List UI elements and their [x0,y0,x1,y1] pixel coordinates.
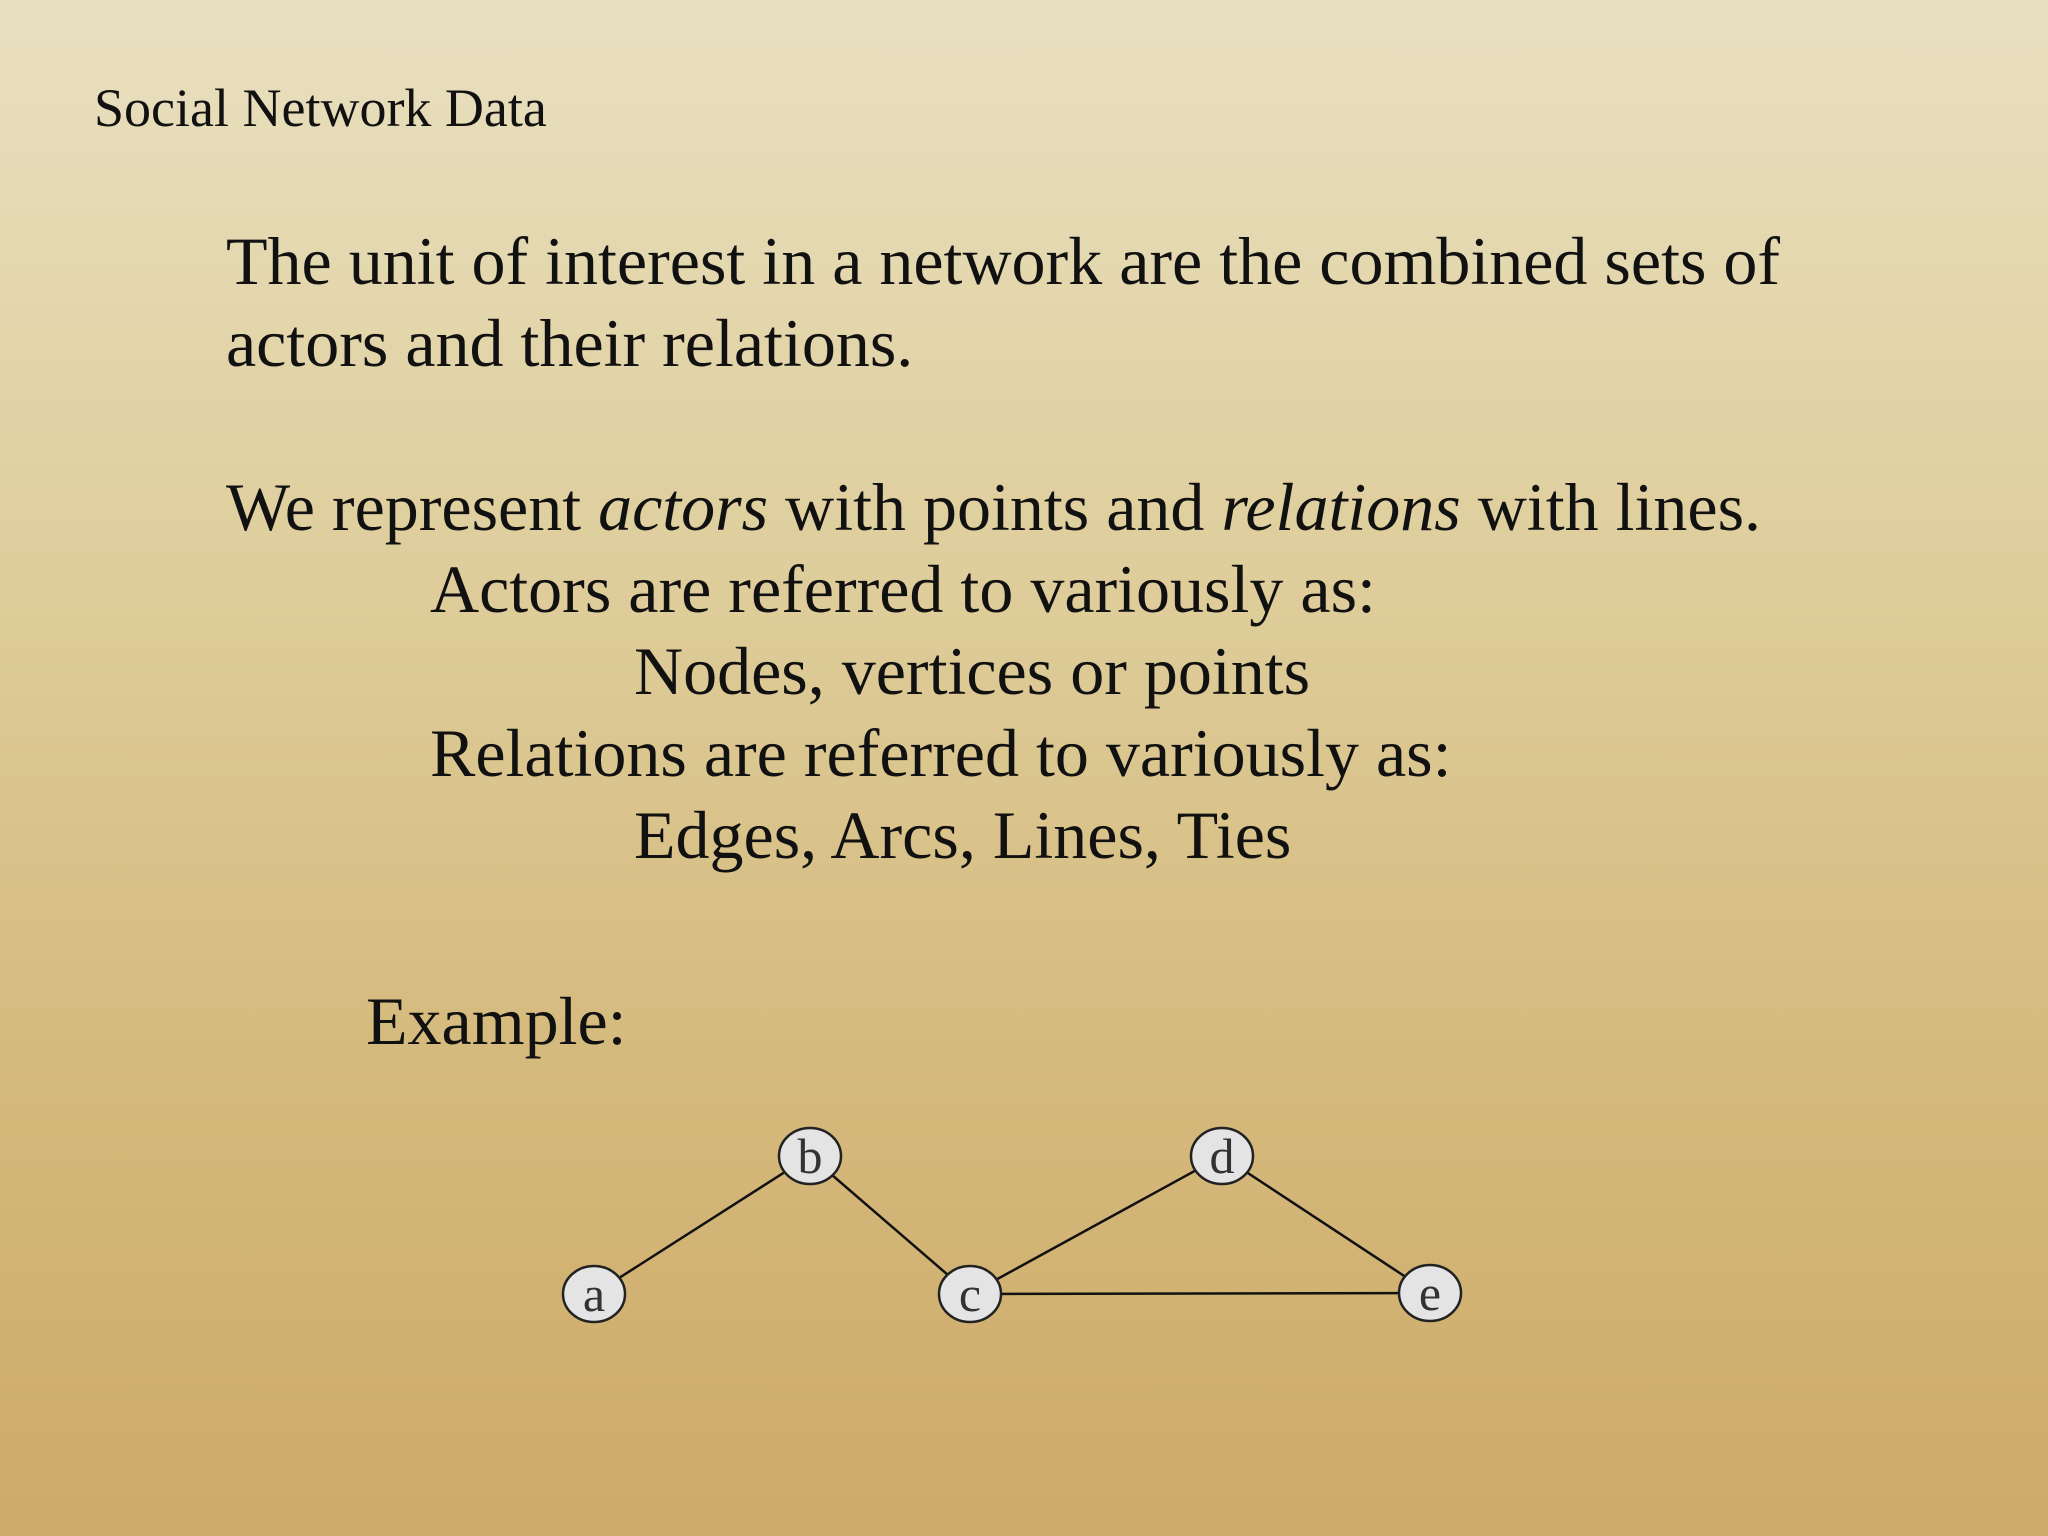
graph-node-circle [1189,1126,1255,1186]
actors-synonyms: Nodes, vertices or points [634,633,1311,709]
graph-node-circle [561,1264,627,1324]
actors-intro: Actors are referred to variously as: [430,551,1376,627]
graph-edge-d-e [1221,1154,1431,1295]
graph-edge-c-d [969,1154,1223,1296]
graph-node-d: d [1189,1126,1255,1186]
sentence-part-with-points: with points and [768,469,1222,545]
sentence-part-we-represent: We represent [226,469,599,545]
graph-node-circle [777,1126,843,1186]
term-actors: actors [598,469,769,545]
graph-node-b: b [777,1126,843,1186]
graph-edge-c-e [969,1291,1431,1296]
graph-edge-a-b [593,1154,811,1296]
intro-line-2: actors and their relations. [226,305,914,381]
graph-node-label: b [798,1128,823,1184]
intro-line-1: The unit of interest in a network are th… [226,223,1781,299]
graph-node-label: e [1419,1265,1441,1321]
relations-intro: Relations are referred to variously as: [430,715,1452,791]
graph-node-c: c [937,1264,1003,1324]
graph-node-e: e [1397,1263,1463,1323]
graph-node-label: a [583,1266,605,1322]
graph-node-circle [1397,1263,1463,1323]
relations-synonyms: Edges, Arcs, Lines, Ties [634,797,1292,873]
graph-node-label: c [959,1266,981,1322]
sentence-part-with-lines: with lines. [1460,469,1762,545]
graph-nodes: a b c d e [561,1126,1463,1324]
graph-edge-b-c [809,1155,971,1295]
graph-node-circle [937,1264,1003,1324]
graph-node-a: a [561,1264,627,1324]
term-relations: relations [1221,469,1461,545]
slide-title: Social Network Data [94,78,547,138]
representation-sentence: We represent actors with points and rela… [226,466,1761,548]
graph-node-label: d [1210,1128,1235,1184]
example-label: Example: [366,983,627,1059]
graph-edges [593,1154,1431,1296]
intro-paragraph: The unit of interest in a network are th… [226,220,1780,384]
